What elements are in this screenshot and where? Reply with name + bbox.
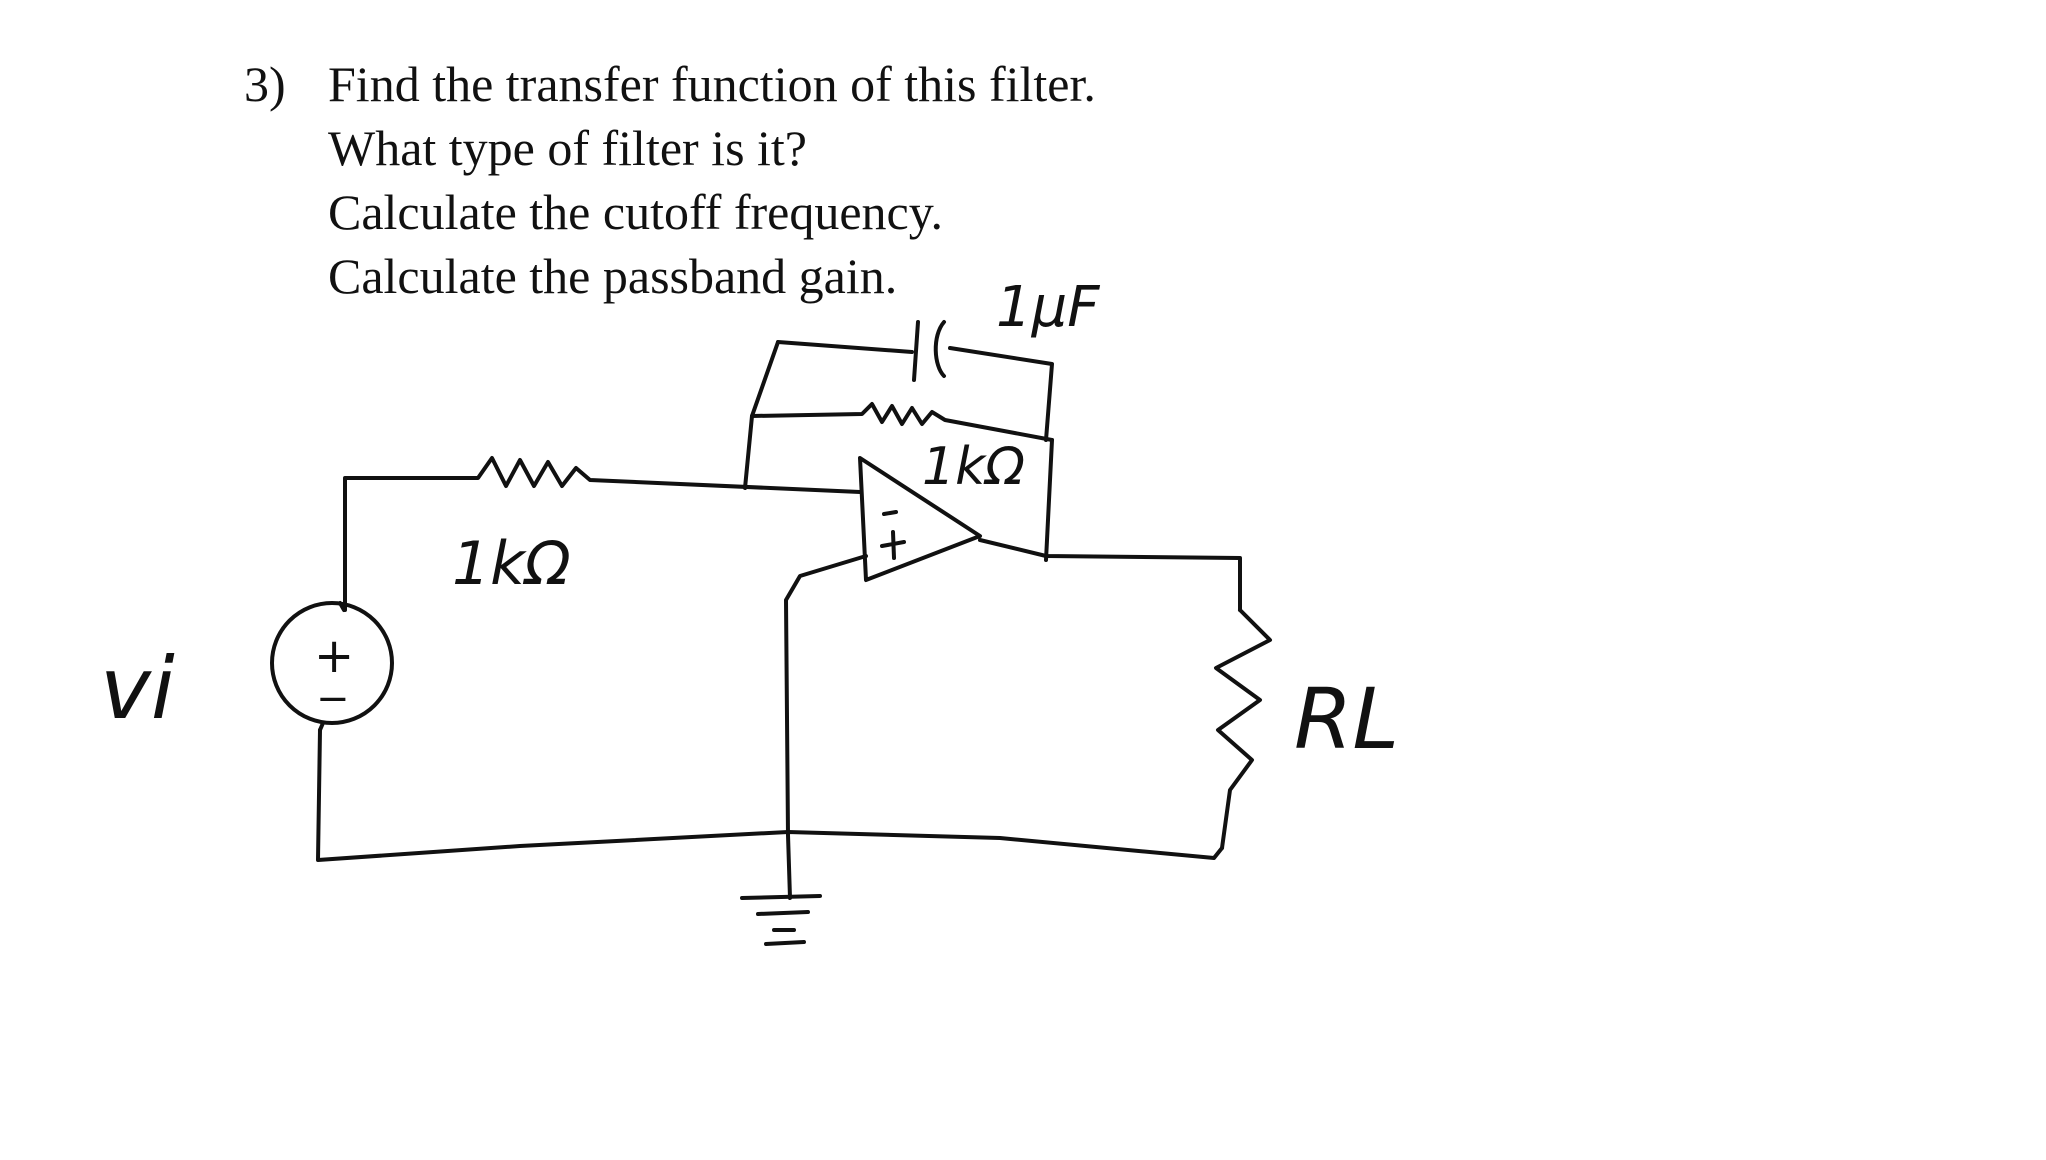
opamp-plus-sign	[880, 530, 906, 560]
source-minus-sign: −	[316, 676, 350, 722]
capacitor-label: 1μF	[996, 275, 1100, 340]
voltage-source-icon	[270, 601, 394, 725]
source-plus-sign: +	[314, 628, 354, 684]
ground-wire	[786, 833, 792, 900]
input-resistor-label: 1kΩ	[452, 529, 571, 599]
question-line-passband-gain: Calculate the passband gain.	[328, 248, 898, 304]
question-number: 3)	[244, 56, 286, 112]
feedback-resistor-wire	[750, 402, 1054, 442]
input-resistor-wire	[343, 456, 862, 612]
feedback-resistor-label: 1kΩ	[922, 437, 1025, 497]
feedback-right-wire	[1044, 438, 1054, 562]
bottom-return-wire	[316, 728, 1224, 862]
noninverting-input-wire	[784, 554, 868, 837]
question-line-filter-type: What type of filter is it?	[328, 120, 808, 176]
opamp-triangle	[858, 456, 982, 582]
load-resistor-label: RL	[1294, 670, 1399, 768]
question-text: Find the transfer function of this filte…	[328, 52, 1096, 308]
capacitor-plate-left	[912, 320, 920, 382]
source-label: vi	[100, 639, 175, 739]
load-resistor	[1214, 608, 1272, 850]
source-bottom-wire	[318, 721, 325, 732]
opamp-minus-sign	[882, 510, 898, 516]
capacitor-plate-right	[933, 320, 946, 378]
ground-icon	[740, 894, 822, 946]
output-wire	[978, 538, 1242, 612]
question-line-cutoff-frequency: Calculate the cutoff frequency.	[328, 184, 943, 240]
source-top-wire	[338, 601, 346, 612]
capacitor-top-wire	[776, 340, 914, 354]
question-line-transfer-function: Find the transfer function of this filte…	[328, 56, 1096, 112]
capacitor-right-wire	[948, 346, 1054, 442]
